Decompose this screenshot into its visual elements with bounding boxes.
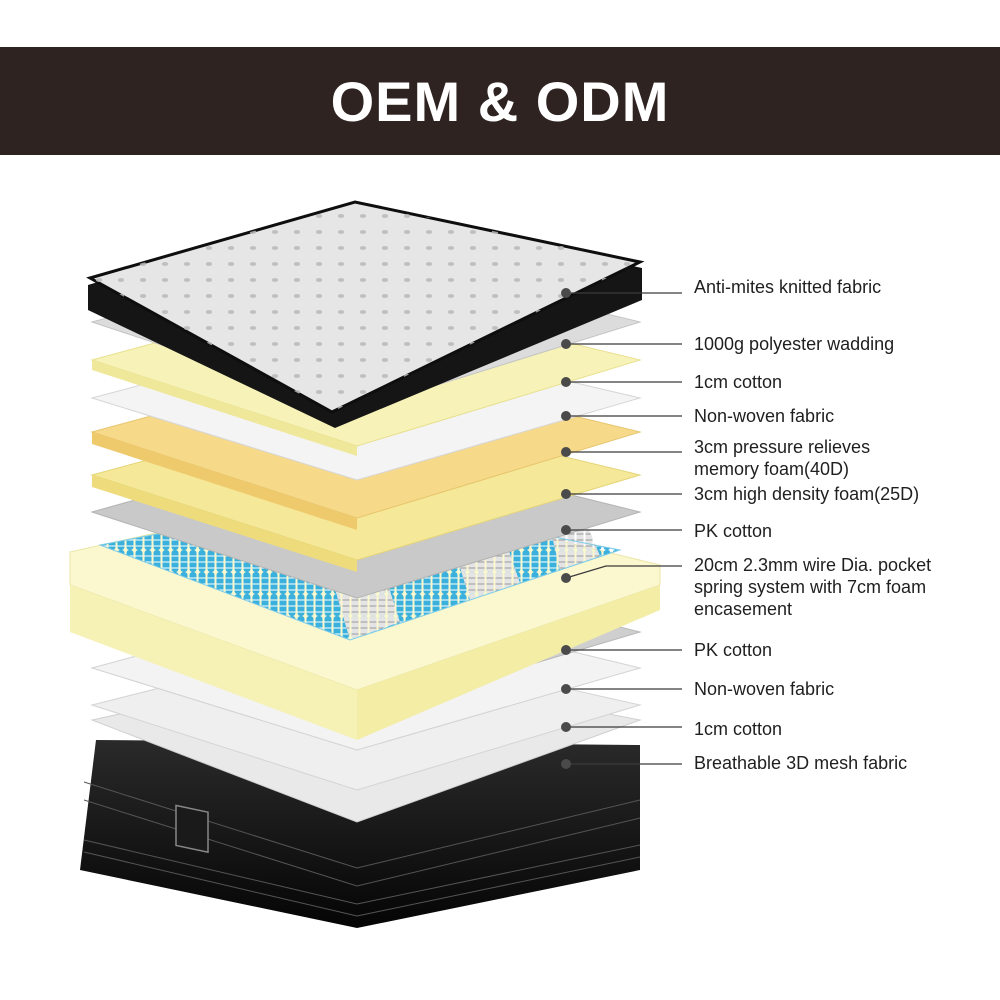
leader-dot [561, 288, 571, 298]
layer-label: PK cotton [694, 639, 772, 661]
page-title: OEM & ODM [330, 69, 670, 133]
layer-label-line: 20cm 2.3mm wire Dia. pocket [694, 555, 932, 575]
leader-dot [561, 759, 571, 769]
leader-dot [561, 573, 571, 583]
leader-lines [561, 288, 682, 769]
layer-label-line: memory foam(40D) [694, 459, 850, 479]
leader-dot [561, 722, 571, 732]
leader-dot [561, 447, 571, 457]
layer-label-line: Breathable 3D mesh fabric [694, 753, 908, 773]
layer-label-line: 3cm pressure relieves [694, 437, 871, 457]
layer-label-line: 1cm cotton [694, 719, 783, 739]
leader-dot [561, 377, 571, 387]
layer-label-line: Non-woven fabric [694, 679, 835, 699]
layer-label-line: 3cm high density foam(25D) [694, 484, 920, 504]
layer-label: 3cm high density foam(25D) [694, 483, 919, 505]
layer-label-line: spring system with 7cm foam [694, 577, 927, 597]
leader-dot [561, 489, 571, 499]
layer-label-line: 1cm cotton [694, 372, 783, 392]
layer-label: PK cotton [694, 520, 772, 542]
layer-knitted-fabric [86, 200, 645, 428]
layer-label: 1cm cotton [694, 718, 782, 740]
layer-label-line: Anti-mites knitted fabric [694, 277, 882, 297]
leader-dot [561, 645, 571, 655]
leader-line [565, 565, 682, 579]
layer-label: Non-woven fabric [694, 678, 834, 700]
leader-dot [561, 339, 571, 349]
brand-tag-icon [175, 804, 209, 854]
layer-label-line: PK cotton [694, 640, 773, 660]
leader-dot [561, 525, 571, 535]
leader-dot [561, 684, 571, 694]
layer-label-line: Non-woven fabric [694, 406, 835, 426]
layer-label-line: encasement [694, 599, 793, 619]
layer-label: 1cm cotton [694, 371, 782, 393]
layer-label: Non-woven fabric [694, 405, 834, 427]
layer-label: Anti-mites knitted fabric [694, 276, 881, 298]
leader-dot [561, 411, 571, 421]
layer-label: 1000g polyester wadding [694, 333, 894, 355]
title-banner: OEM & ODM [0, 47, 1000, 155]
layer-label-line: 1000g polyester wadding [694, 334, 895, 354]
layer-label: Breathable 3D mesh fabric [694, 752, 907, 774]
layer-label-line: PK cotton [694, 521, 773, 541]
